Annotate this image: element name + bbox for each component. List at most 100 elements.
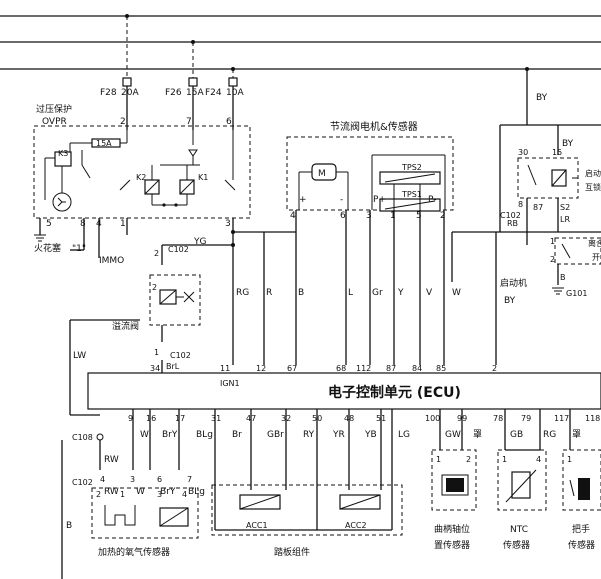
- acc1-label: ACC1: [246, 521, 268, 530]
- lw-wire: LW B: [61, 249, 140, 579]
- starter-pin-30: 30: [518, 148, 528, 157]
- bypass-conn-top: C102: [168, 245, 189, 254]
- ntc-label-1: NTC: [510, 525, 528, 535]
- ovpr-pin-6: 6: [226, 117, 232, 127]
- starter-right-label-3: 离合: [588, 238, 601, 248]
- bypass-pin-top: 2: [154, 249, 159, 258]
- o2-c108: C108: [72, 433, 93, 442]
- ovpr-pin-7: 7: [186, 117, 192, 127]
- ecu-bpin-9: 9: [128, 414, 133, 423]
- crank-pin-1: 1: [436, 455, 441, 464]
- ecu-ign-label: IGN1: [220, 379, 240, 388]
- bypass-conn-bottom: C102: [170, 351, 191, 360]
- starter-label: 启动机: [500, 277, 527, 289]
- throttle-pin-5: 5: [416, 211, 422, 221]
- fuse-f26-id: F26: [165, 88, 182, 98]
- throttle-wires: RG R B L Gr Y V W: [231, 210, 601, 365]
- o2-sensor: C108 RW C102 4 3 6 7 2 1 3 4 RW W BrY BL…: [72, 433, 205, 558]
- ecu-bpin-100: 100: [425, 414, 440, 423]
- crank-label-1: 曲柄轴位: [434, 523, 470, 535]
- ecu-pin-85: 85: [436, 364, 446, 373]
- starter-wire-lr: LR: [560, 215, 570, 224]
- bypass-inner-pin: 2: [152, 283, 157, 292]
- bypass-pin-bottom: 1: [154, 348, 159, 357]
- ecu-bpin-118: 118: [585, 414, 600, 423]
- ovpr-pin-5: 5: [46, 219, 52, 229]
- handle-label-1: 把手: [572, 523, 590, 535]
- throttle-pin-2: 2: [440, 211, 446, 221]
- wire-rg: RG: [236, 288, 249, 298]
- ecu-bpin-117: 117: [554, 414, 569, 423]
- starter-pin-2: 2: [550, 255, 555, 264]
- ovpr-pin-3: 3: [225, 219, 231, 229]
- ecu-bcol-yb: YB: [364, 430, 377, 440]
- fuse-f24-rating: 10A: [226, 88, 244, 98]
- relay-k3: K3: [58, 149, 68, 158]
- wire-w: W: [452, 288, 461, 298]
- pedal-assembly: ACC1 ACC2 踏板组件: [211, 484, 403, 558]
- o2-inner-pin-2: 2: [96, 490, 101, 499]
- ecu-bpin-31: 31: [211, 414, 221, 423]
- starter-pin-1: 1: [550, 237, 555, 246]
- starter-wire-rb: RB: [507, 219, 518, 228]
- starter-ground: G101: [566, 289, 587, 298]
- handle-sensor: 1 把手 传感器: [562, 449, 601, 551]
- ecu-pin-112: 112: [356, 364, 371, 373]
- tps1-label: TPS1: [401, 190, 422, 199]
- power-bus: [0, 14, 601, 71]
- ecu-bcol-yr: YR: [332, 430, 345, 440]
- ecu-bcol-shield1: 罩: [473, 429, 482, 440]
- crank-sensor: 1 2 曲柄轴位 置传感器: [431, 449, 477, 551]
- starter-pin-b: B: [560, 273, 566, 282]
- wire-v: V: [426, 288, 433, 298]
- starter-circuit: BY BY 30 15 87 启动 互锁 S2 LR C102 8 RB 1 2…: [499, 69, 601, 306]
- ecu-pin-34: 34: [150, 364, 160, 373]
- starter-c102: C102: [500, 211, 521, 220]
- ecu-bcol-bry: BrY: [162, 430, 178, 440]
- ntc-label-2: 传感器: [503, 539, 530, 551]
- ovpr-name-en: OVPR: [42, 117, 67, 127]
- wire-b: B: [298, 288, 304, 298]
- wire-lw: LW: [73, 351, 86, 361]
- handle-pin-1: 1: [567, 455, 572, 464]
- starter-wire-by-top: BY: [536, 93, 548, 103]
- throttle-sign-plus: +: [299, 195, 307, 205]
- o2-pin-3: 3: [130, 475, 135, 484]
- o2-color-rw: RW: [104, 487, 119, 497]
- fuse-f28: F28 20A: [100, 16, 139, 130]
- o2-pin-7: 7: [187, 475, 192, 484]
- ovpr-wires: 火花塞 "1" IMMO: [34, 218, 234, 365]
- ntc-pin-1: 1: [502, 455, 507, 464]
- starter-pin-87: 87: [533, 203, 543, 212]
- wire-brl: BrL: [166, 362, 180, 371]
- ecu-bottom-pins: 9 16 17 31 47 32 50 48 51 100 99 78 79 1…: [128, 409, 600, 531]
- throttle-pin-1: 1: [390, 211, 396, 221]
- ecu-bcol-gbr: GBr: [267, 430, 284, 440]
- ntc-pin-4: 4: [536, 455, 541, 464]
- crank-label-2: 置传感器: [434, 539, 470, 551]
- ecu-bpin-78: 78: [493, 414, 503, 423]
- starter-wire-by-mid: BY: [562, 139, 574, 149]
- ecu-bcol-gw: GW: [445, 430, 461, 440]
- wire-yg: YG: [193, 237, 206, 247]
- o2-label: 加热的氧气传感器: [98, 546, 170, 558]
- ecu-bcol-br: Br: [232, 430, 242, 440]
- o2-color-rw-upper: RW: [104, 455, 119, 465]
- throttle-body: 节流阀电机&传感器 M + - TPS2 TPS1 P+ P- 4 6 3 1 …: [286, 120, 454, 221]
- spark-note: "1": [72, 244, 86, 254]
- bypass-label: 溢流阀: [112, 320, 139, 332]
- o2-color-bry: BrY: [160, 487, 176, 497]
- handle-label-2: 传感器: [568, 539, 595, 551]
- starter-pin-15: 15: [552, 148, 562, 157]
- wire-r: R: [266, 288, 272, 298]
- throttle-sign-pplus: P+: [373, 195, 386, 205]
- ground-b-label: B: [66, 521, 72, 531]
- ecu-bcol-rg: RG: [543, 430, 556, 440]
- ecu-bcol-gb: GB: [510, 430, 523, 440]
- fuse-f24-id: F24: [205, 88, 222, 98]
- crank-pin-2: 2: [466, 455, 471, 464]
- starter-right-label-2: 互锁: [585, 182, 601, 192]
- immo-label: IMMO: [99, 256, 124, 266]
- fuse-f24: F24 10A: [205, 69, 244, 130]
